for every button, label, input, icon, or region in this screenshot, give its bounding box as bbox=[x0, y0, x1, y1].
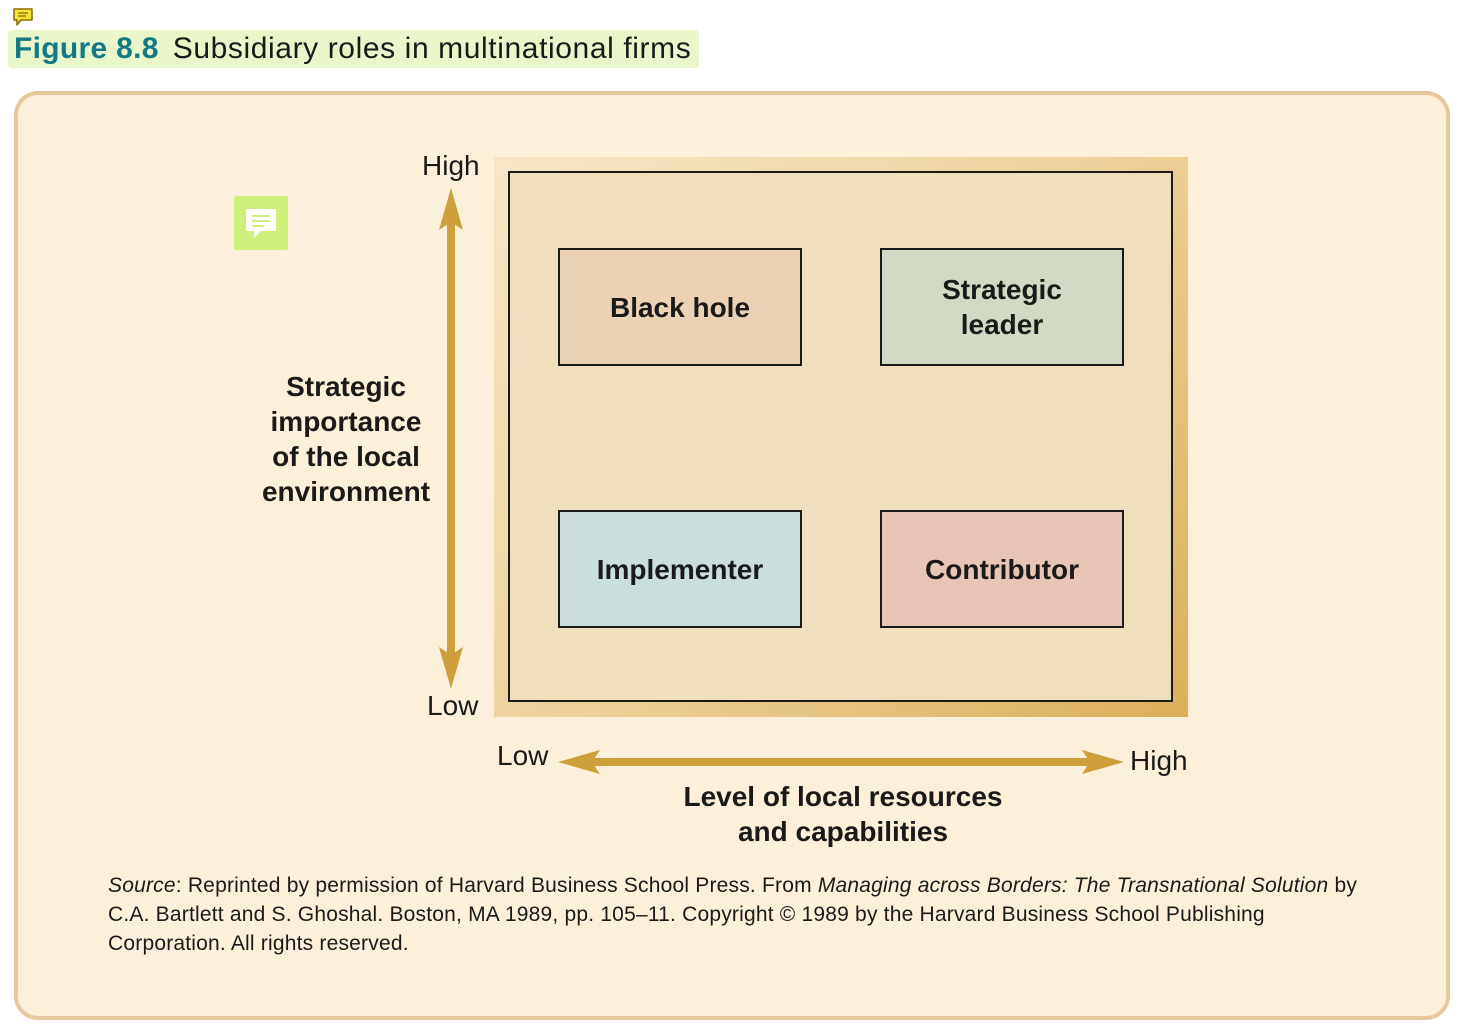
source-book-title: Managing across Borders: The Transnation… bbox=[817, 874, 1329, 897]
y-axis-low-label: Low bbox=[427, 690, 479, 721]
cell-black-hole: Black hole bbox=[558, 248, 802, 366]
source-citation: Source: Reprinted by permission of Harva… bbox=[108, 871, 1368, 958]
source-text-1: : Reprinted by permission of Harvard Bus… bbox=[175, 874, 818, 897]
x-axis-low-label: Low bbox=[497, 740, 549, 771]
horizontal-double-arrow bbox=[558, 750, 1124, 774]
vertical-double-arrow bbox=[439, 188, 463, 689]
x-axis-title: Level of local resources and capabilitie… bbox=[683, 781, 1003, 847]
comment-note-icon[interactable] bbox=[234, 196, 288, 250]
x-axis-high-label: High bbox=[1130, 745, 1188, 776]
figure-title: Subsidiary roles in multinational firms bbox=[172, 32, 692, 65]
cell-contributor: Contributor bbox=[880, 510, 1124, 628]
comment-note-icon[interactable] bbox=[12, 7, 34, 27]
y-axis-high-label: High bbox=[422, 150, 480, 181]
cell-strategic-leader: Strategic leader bbox=[880, 248, 1124, 366]
source-text-2: by C.A. Bartlett and S. Ghoshal. Boston,… bbox=[108, 874, 1358, 955]
y-axis-title: Strategic importance of the local enviro… bbox=[261, 371, 431, 507]
figure-title-bar: Figure 8.8 Subsidiary roles in multinati… bbox=[8, 30, 700, 68]
cell-implementer: Implementer bbox=[558, 510, 802, 628]
source-prefix: Source bbox=[108, 874, 176, 897]
figure-number: Figure 8.8 bbox=[14, 32, 159, 65]
